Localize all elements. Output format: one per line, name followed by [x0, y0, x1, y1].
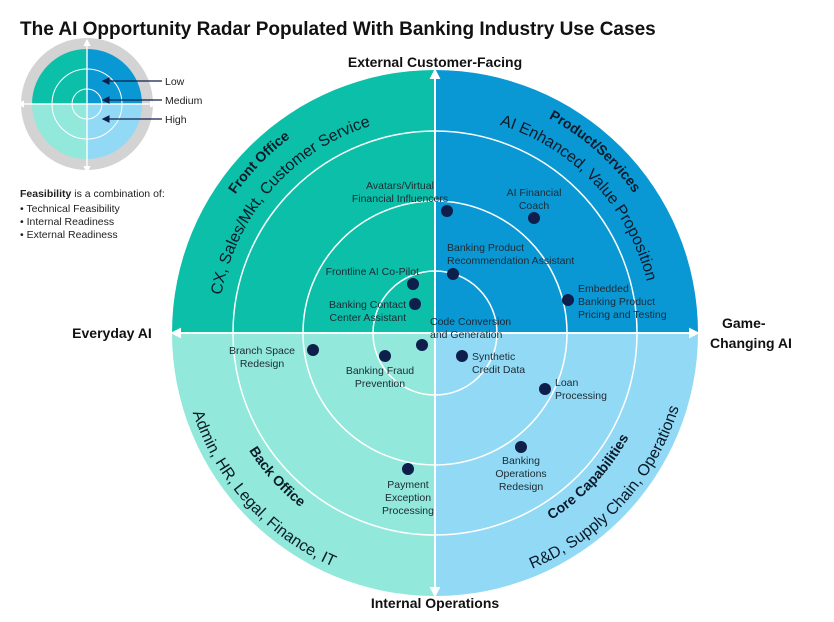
quadrant-front-office — [172, 70, 435, 333]
legend-low: Low — [165, 76, 185, 88]
dot-payment-exception[interactable] — [402, 463, 414, 475]
dot-embedded-banking[interactable] — [562, 294, 574, 306]
legend-high: High — [165, 114, 187, 126]
axis-label-right: Game-Changing AI — [710, 315, 792, 351]
dot-frontline-copilot[interactable] — [407, 278, 419, 290]
legend-bullet: • External Readiness — [20, 229, 118, 241]
feasibility-legend: Low Medium High Feasibility is a combina… — [16, 38, 203, 241]
dot-ai-financial-coach[interactable] — [528, 212, 540, 224]
quadrant-back-office — [172, 333, 435, 596]
legend-q-back — [32, 104, 87, 159]
axis-label-left: Everyday AI — [72, 325, 152, 341]
page-title: The AI Opportunity Radar Populated With … — [20, 19, 656, 40]
quadrant-core-capabilities — [435, 333, 698, 596]
legend-medium: Medium — [165, 95, 203, 107]
quadrant-product-services — [435, 70, 698, 333]
dot-branch-space[interactable] — [307, 344, 319, 356]
legend-q-product — [87, 49, 142, 104]
axis-label-bottom: Internal Operations — [371, 595, 500, 611]
dot-fraud-prevention[interactable] — [379, 350, 391, 362]
dot-code-conversion[interactable] — [416, 339, 428, 351]
dot-synthetic-credit[interactable] — [456, 350, 468, 362]
legend-bullet: • Technical Feasibility — [20, 203, 121, 215]
dot-loan-processing[interactable] — [539, 383, 551, 395]
legend-q-front — [32, 49, 87, 104]
dot-banking-operations[interactable] — [515, 441, 527, 453]
radar: Front Office CX, Sales/Mkt, Customer Ser… — [170, 68, 700, 598]
dot-avatars[interactable] — [441, 205, 453, 217]
dot-banking-product-recommendation[interactable] — [447, 268, 459, 280]
dot-contact-center[interactable] — [409, 298, 421, 310]
legend-q-core — [87, 104, 142, 159]
axis-label-top: External Customer-Facing — [348, 54, 522, 70]
feasibility-caption: Feasibility is a combination of: — [20, 188, 165, 200]
legend-bullet: • Internal Readiness — [20, 216, 114, 228]
label-frontline-copilot: Frontline AI Co-Pilot — [326, 266, 419, 278]
use-case-dots — [307, 205, 574, 475]
